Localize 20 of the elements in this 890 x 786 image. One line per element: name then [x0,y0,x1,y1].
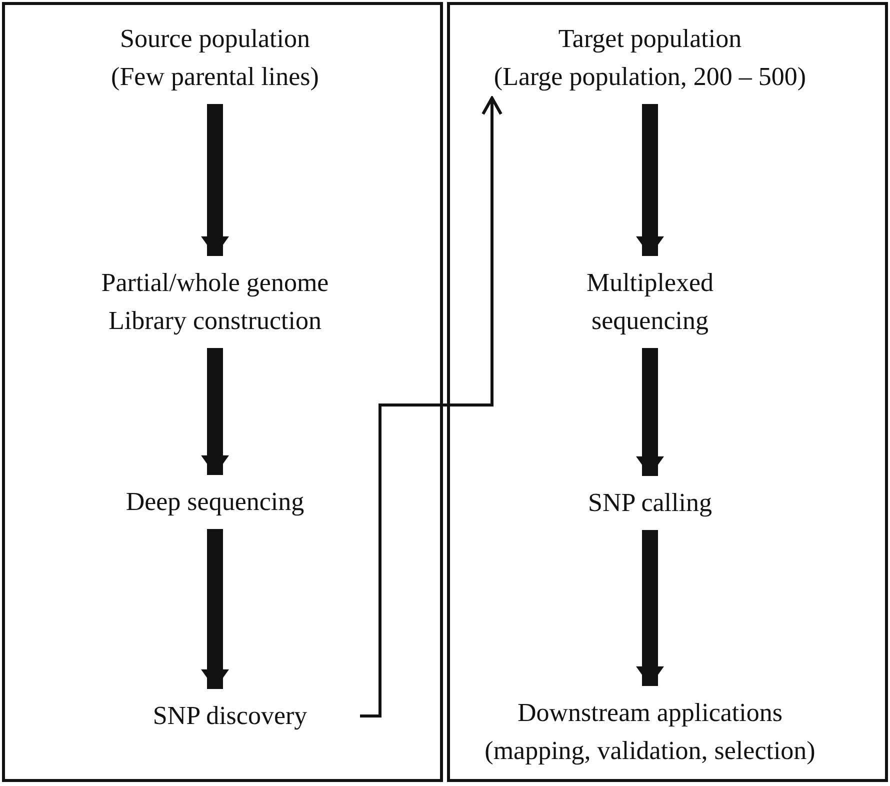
panel-box [2,2,443,782]
step-label: Partial/whole genome Library construction [100,267,330,337]
arrow [636,348,664,476]
step-label: Source population [120,23,310,55]
step-label: (Few parental lines) [111,61,319,93]
arrow [636,104,664,256]
step-label: Target population [558,23,742,55]
step-label: Deep sequencing [126,486,304,518]
arrow [636,530,664,686]
arrow [201,348,229,475]
step-label: Downstream applications [518,697,782,729]
arrow [201,529,229,689]
step-label: (mapping, validation, selection) [484,735,816,767]
step-label: (Large population, 200 – 500) [494,61,806,93]
arrow [201,104,229,256]
arrow [360,96,502,718]
panel-box [447,2,888,782]
step-label: Multiplexed sequencing [585,267,715,337]
step-label: SNP discovery [152,700,308,732]
step-label: SNP calling [588,487,712,519]
